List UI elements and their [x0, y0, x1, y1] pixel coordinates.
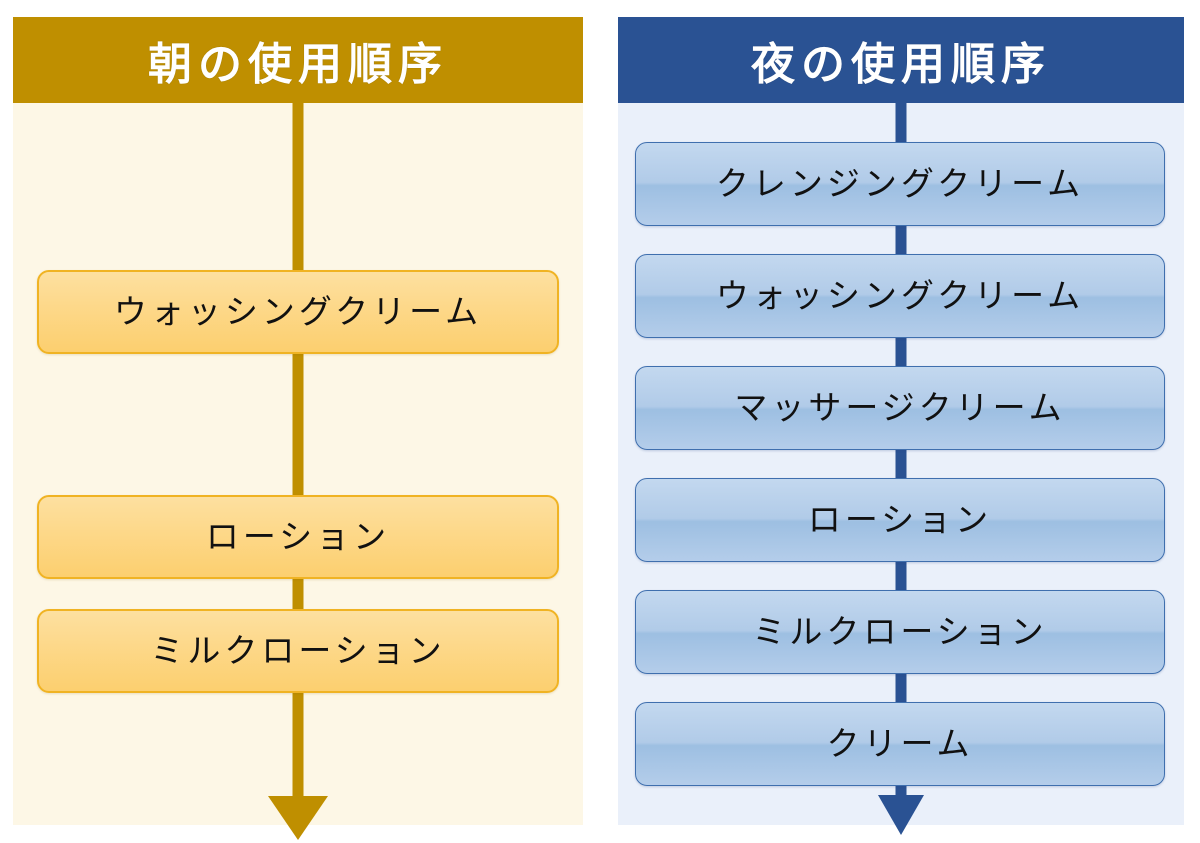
flow-arrow-head-night-icon [878, 795, 924, 835]
step-box-night-5[interactable]: ミルクローション [635, 590, 1165, 674]
step-label: ローション [205, 516, 391, 556]
panel-night-title-text: 夜の使用順序 [751, 39, 1051, 90]
step-label: ウォッシングクリーム [113, 291, 483, 331]
step-box-night-2[interactable]: ウォッシングクリーム [635, 254, 1165, 338]
panel-night-title: 夜の使用順序 [618, 17, 1184, 103]
step-label: マッサージクリーム [734, 387, 1066, 427]
step-label: ミルクローション [150, 630, 446, 670]
step-box-morning-3[interactable]: ミルクローション [37, 609, 559, 693]
step-label: ローション [807, 499, 993, 539]
panel-morning-title-text: 朝の使用順序 [148, 39, 448, 90]
step-label: クリーム [826, 723, 974, 763]
step-box-morning-2[interactable]: ローション [37, 495, 559, 579]
step-box-morning-1[interactable]: ウォッシングクリーム [37, 270, 559, 354]
step-box-night-1[interactable]: クレンジングクリーム [635, 142, 1165, 226]
step-label: ウォッシングクリーム [715, 275, 1085, 315]
step-box-night-4[interactable]: ローション [635, 478, 1165, 562]
step-label: ミルクローション [752, 611, 1048, 651]
step-box-night-3[interactable]: マッサージクリーム [635, 366, 1165, 450]
panel-morning: 朝の使用順序 ウォッシングクリーム ローション ミルクローション [13, 17, 583, 840]
step-box-night-6[interactable]: クリーム [635, 702, 1165, 786]
panel-night: 夜の使用順序 クレンジングクリーム ウォッシングクリーム マッサージクリーム ロ… [618, 17, 1184, 835]
panel-morning-title: 朝の使用順序 [13, 17, 583, 103]
step-label: クレンジングクリーム [715, 163, 1085, 203]
flow-connector-line-morning [292, 103, 304, 796]
flow-arrow-head-morning-icon [268, 796, 328, 840]
